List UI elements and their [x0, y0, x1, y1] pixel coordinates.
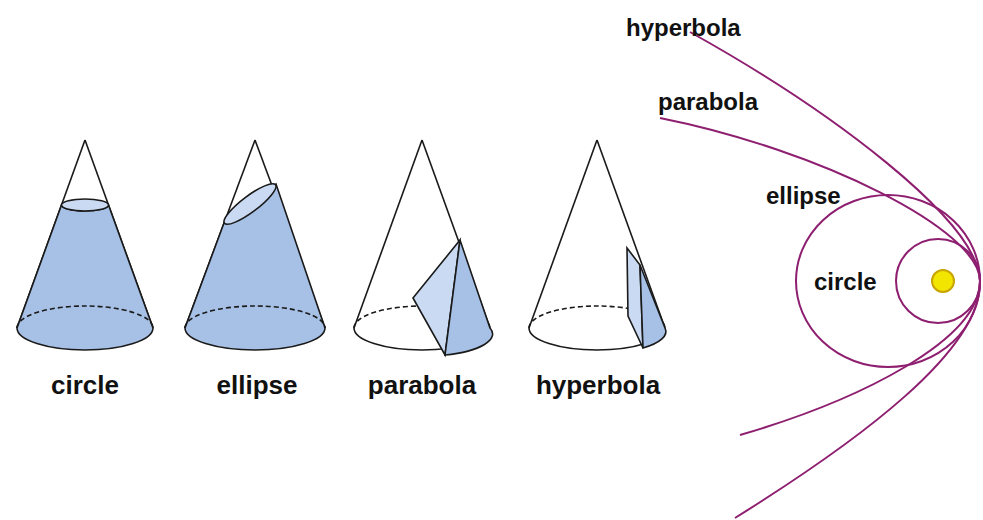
orbit-label: hyperbola	[626, 16, 741, 40]
orbit-label: ellipse	[766, 184, 841, 208]
cone-label: ellipse	[217, 372, 298, 398]
circle-cone	[17, 140, 153, 350]
sun	[932, 270, 954, 292]
parabola-cone	[354, 140, 493, 355]
cone-label: parabola	[368, 372, 476, 398]
ellipse-cone	[185, 140, 325, 350]
cone-label: circle	[51, 372, 119, 398]
cone-label: hyperbola	[536, 372, 660, 398]
hyperbola-cone	[529, 140, 666, 350]
orbit-label: circle	[813, 270, 878, 294]
orbit-label: parabola	[658, 90, 758, 114]
